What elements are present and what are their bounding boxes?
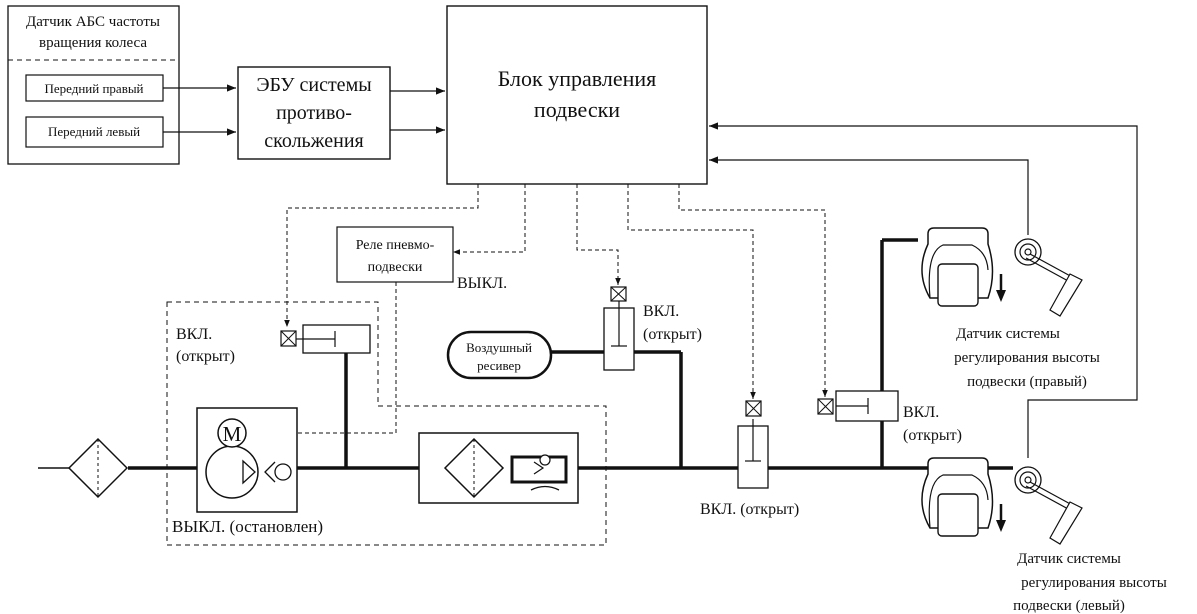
abs-sensor-title-line2: вращения колеса xyxy=(39,35,147,51)
abs-sensor-block: Датчик АБС частоты вращения колеса Перед… xyxy=(7,5,180,165)
main-valve-state: ВКЛ. (открыт) xyxy=(700,501,799,518)
suspension-control-unit: Блок управления подвески xyxy=(446,5,708,185)
right-height-sensor-line2: регулирования высоты xyxy=(954,350,1100,366)
motor-label: M xyxy=(223,422,242,446)
dryer-filter-icon xyxy=(443,437,505,499)
antislip-ecu-line1: ЭБУ системы xyxy=(256,74,371,96)
right-air-spring xyxy=(921,227,1006,307)
air-suspension-relay: Реле пневмо- подвески xyxy=(336,226,454,283)
right-height-sensor-line1: Датчик системы xyxy=(956,326,1060,342)
antislip-ecu-line3: скольжения xyxy=(264,130,363,152)
right-sensor-feedback-line xyxy=(709,156,1029,235)
air-receiver: Воздушный ресивер xyxy=(446,330,553,380)
main-line-solenoid-valve xyxy=(737,400,769,489)
receiver-line1: Воздушный xyxy=(466,340,532,355)
relay-line2: подвески xyxy=(368,260,423,275)
left-air-spring xyxy=(921,457,1006,537)
right-valve-state-line1: ВКЛ. xyxy=(903,404,939,421)
receiver-valve-state-line2: (открыт) xyxy=(643,326,702,343)
arrow-down-icon xyxy=(996,290,1006,302)
check-valve-icon xyxy=(264,461,276,483)
abs-sensor-title-line1: Датчик АБС частоты xyxy=(26,14,160,30)
compressor-state: ВЫКЛ. (остановлен) xyxy=(172,517,323,536)
right-side-solenoid-valve xyxy=(817,390,899,422)
compressor-assembly-boundary xyxy=(166,301,607,546)
right-height-sensor-line3: подвески (правый) xyxy=(967,374,1087,390)
control-signal-lines xyxy=(245,184,828,436)
compressor-valve-state-line2: (открыт) xyxy=(176,348,235,365)
compressor-solenoid-valve xyxy=(280,324,371,354)
inlet-filter-icon xyxy=(67,437,129,499)
relay-line1: Реле пневмо- xyxy=(356,238,435,253)
left-height-sensor-line2: регулирования высоты xyxy=(1021,575,1167,591)
compressor-unit: M xyxy=(196,407,298,513)
left-height-sensor-line3: подвески (левый) xyxy=(1013,598,1125,614)
antislip-ecu-block: ЭБУ системы противо- скольжения xyxy=(237,66,391,160)
control-unit-line1: Блок управления xyxy=(498,66,657,91)
antislip-ecu-line2: противо- xyxy=(276,102,352,124)
left-height-sensor-line1: Датчик системы xyxy=(1017,551,1121,567)
arrow-down-icon xyxy=(996,520,1006,532)
compressor-valve-state-line1: ВКЛ. xyxy=(176,326,212,343)
right-valve-state-line2: (открыт) xyxy=(903,427,962,444)
receiver-valve-state-line1: ВКЛ. xyxy=(643,303,679,320)
front-right-sensor-label: Передний правый xyxy=(44,81,143,96)
left-sensor-feedback-line xyxy=(709,122,1138,458)
front-left-sensor-label: Передний левый xyxy=(48,124,140,139)
motor-icon xyxy=(217,418,247,448)
receiver-line2: ресивер xyxy=(477,358,521,373)
right-height-sensor-icon xyxy=(1014,238,1083,317)
air-dryer-unit xyxy=(418,432,579,504)
control-unit-line2: подвески xyxy=(534,97,620,122)
regeneration-valve-icon xyxy=(510,455,568,484)
left-height-sensor-icon xyxy=(1014,466,1083,545)
relay-state: ВЫКЛ. xyxy=(457,275,507,292)
receiver-solenoid-valve xyxy=(603,286,635,371)
